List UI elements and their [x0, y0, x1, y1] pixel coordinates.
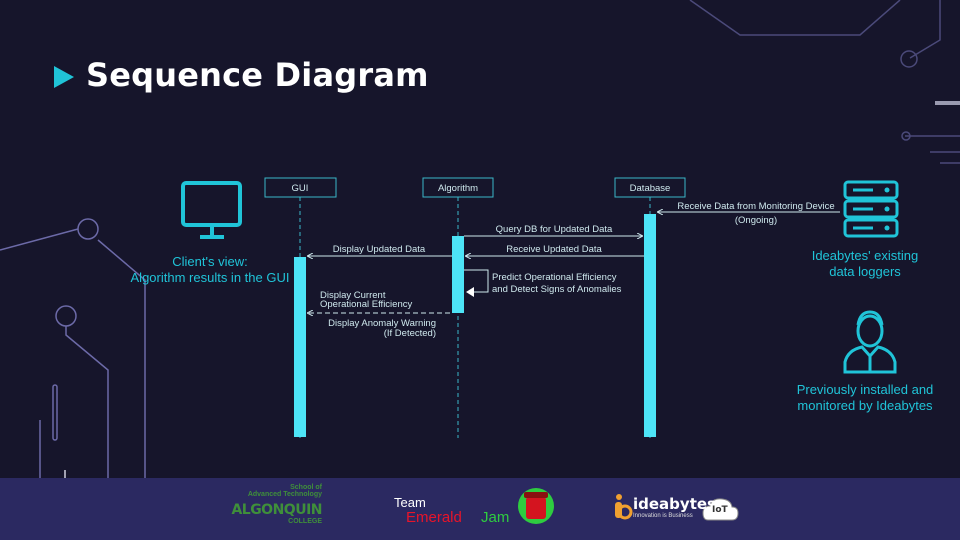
algonquin-line1: School of: [290, 484, 322, 491]
algonquin-line2: Advanced Technology: [247, 491, 322, 498]
message-label-display-updated: Display Updated Data: [333, 244, 426, 255]
message-label-query-db: Query DB for Updated Data: [496, 224, 613, 235]
footer-bar: [0, 478, 960, 540]
right-top-caption-line2: data loggers: [829, 264, 901, 279]
message-label-predict-1: Predict Operational Efficiency: [492, 272, 617, 283]
right-bottom-caption-line1: Previously installed and: [796, 382, 934, 397]
algonquin-school-label: School of Advanced Technology: [222, 484, 322, 498]
circuit-decor-top-right: [689, 0, 960, 164]
team-name-jam: Jam: [481, 509, 510, 526]
team-name-emerald: Emerald: [406, 509, 462, 526]
message-label-display-warning-2: (If Detected): [384, 328, 436, 339]
message-label-predict-2: and Detect Signs of Anomalies: [492, 284, 622, 295]
algonquin-logo-text: ALGONQUIN: [231, 502, 322, 518]
team-label: Team: [394, 495, 426, 510]
activation-bar-algorithm: [452, 236, 464, 313]
right-bottom-caption: Previously installed and monitored by Id…: [780, 382, 950, 414]
ideabytes-tagline: Innovation is Business: [633, 513, 693, 519]
participant-label-database: Database: [630, 183, 671, 194]
iot-label: IoT: [712, 505, 728, 515]
right-bottom-caption-line2: monitored by Ideabytes: [797, 398, 933, 413]
activation-bar-database: [644, 214, 656, 437]
left-caption-line1: Client's view:: [172, 254, 248, 269]
message-predict-loop: [464, 269, 489, 293]
title-arrow-icon: [54, 66, 74, 88]
participant-label-algorithm: Algorithm: [438, 183, 478, 194]
message-label-display-current-1: Display Current: [320, 290, 386, 301]
right-top-caption: Ideabytes' existing data loggers: [790, 248, 940, 280]
message-label-display-current-2: Operational Efficiency: [320, 299, 412, 310]
message-label-receive-from-device: Receive Data from Monitoring Device: [677, 201, 834, 212]
participant-label-gui: GUI: [292, 183, 309, 194]
message-label-display-warning-1: Display Anomaly Warning: [328, 318, 436, 329]
left-caption: Client's view: Algorithm results in the …: [100, 254, 320, 286]
activation-bar-gui: [294, 257, 306, 437]
left-caption-line2: Algorithm results in the GUI: [130, 270, 290, 285]
iot-cloud-icon: [702, 498, 739, 521]
message-label-receive-updated: Receive Updated Data: [506, 244, 602, 255]
slide-title: Sequence Diagram: [86, 56, 429, 94]
message-predict-arrowhead: [466, 287, 474, 297]
ideabytes-name: ideabytes: [633, 495, 716, 513]
circuit-decor-left: [0, 218, 146, 478]
algonquin-college-text: COLLEGE: [288, 518, 322, 525]
message-label-ongoing: (Ongoing): [735, 215, 777, 226]
right-top-caption-line1: Ideabytes' existing: [811, 248, 919, 263]
